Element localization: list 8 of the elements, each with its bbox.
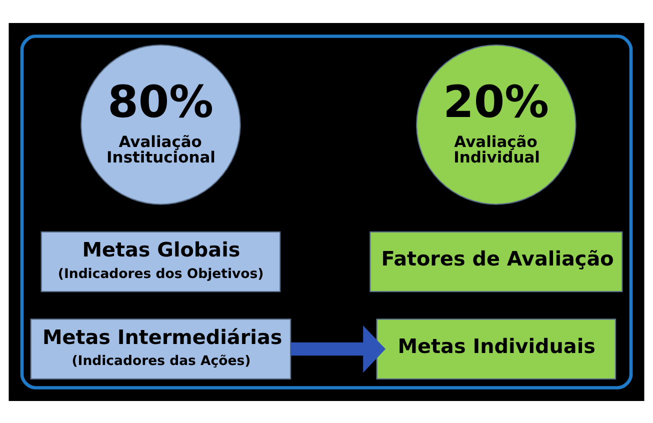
node-box: Metas Intermediárias (Indicadores das Ações) (30, 318, 292, 379)
arrow (290, 325, 386, 372)
node-circle: 80% Avaliação Institucional (80, 44, 241, 204)
node-circle: 20% Avaliação Individual (416, 44, 576, 204)
node-box: Metas Globais (Indicadores dos Objetivos) (40, 230, 281, 292)
node-box: Fatores de Avaliação (370, 230, 623, 292)
node-box: Metas Individuais (376, 318, 616, 379)
cluster (20, 34, 633, 389)
